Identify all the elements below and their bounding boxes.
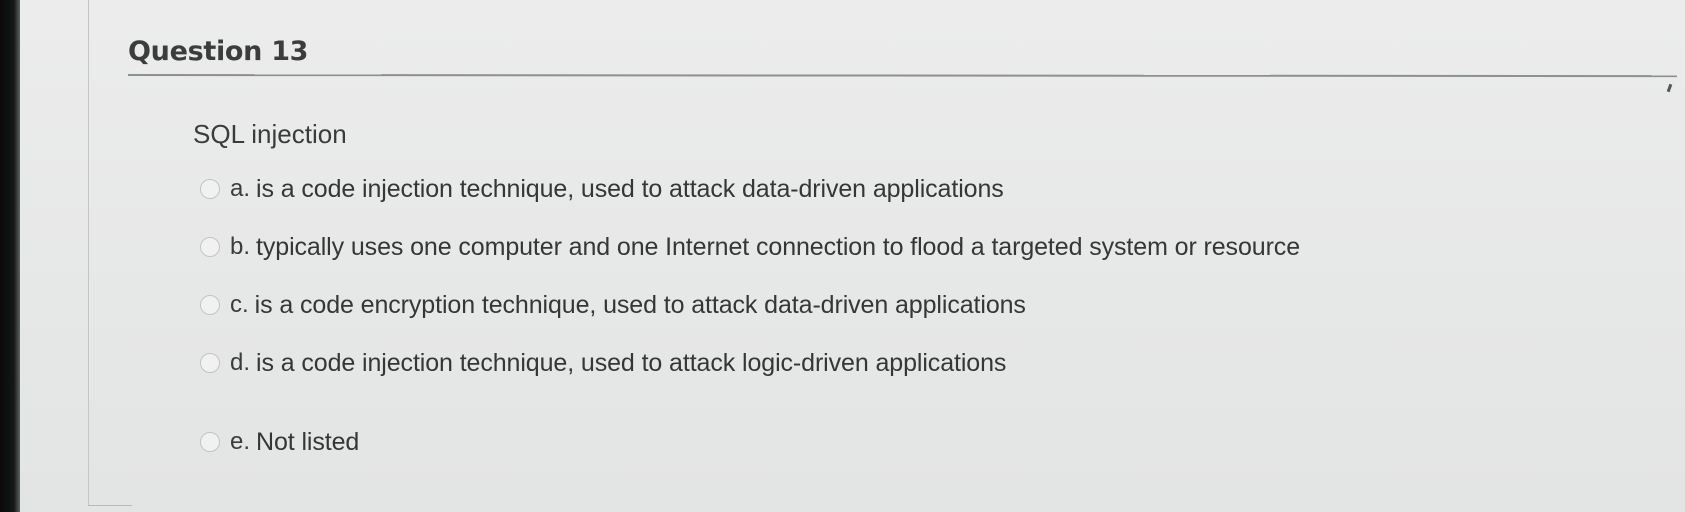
- screen-bezel: [0, 0, 20, 512]
- option-text: is a code injection technique, used to a…: [256, 174, 1004, 203]
- radio-button-icon[interactable]: [200, 179, 220, 199]
- option-text: typically uses one computer and one Inte…: [256, 232, 1300, 261]
- question-title: Question 13: [128, 36, 309, 67]
- radio-button-icon[interactable]: [200, 432, 220, 452]
- option-letter: d.: [230, 349, 251, 376]
- option-text: is a code injection technique, used to a…: [256, 348, 1007, 377]
- option-letter: c.: [230, 291, 249, 318]
- panel-left-border: [88, 0, 89, 506]
- option-text: is a code encryption technique, used to …: [254, 290, 1026, 319]
- option-letter: e.: [230, 428, 251, 455]
- option-b[interactable]: b. typically uses one computer and one I…: [200, 232, 1300, 262]
- option-a[interactable]: a. is a code injection technique, used t…: [200, 174, 1004, 204]
- quiz-page: [20, 0, 1685, 512]
- radio-button-icon[interactable]: [200, 353, 220, 373]
- radio-button-icon[interactable]: [200, 237, 220, 257]
- option-e[interactable]: e. Not listed: [200, 427, 359, 457]
- question-text: SQL injection: [193, 119, 347, 149]
- option-text: Not listed: [256, 427, 360, 456]
- option-letter: a.: [230, 175, 251, 202]
- option-d[interactable]: d. is a code injection technique, used t…: [200, 348, 1006, 378]
- option-c[interactable]: c. is a code encryption technique, used …: [200, 290, 1026, 320]
- panel-bottom-border: [88, 505, 132, 506]
- radio-button-icon[interactable]: [200, 295, 220, 315]
- option-letter: b.: [230, 233, 251, 260]
